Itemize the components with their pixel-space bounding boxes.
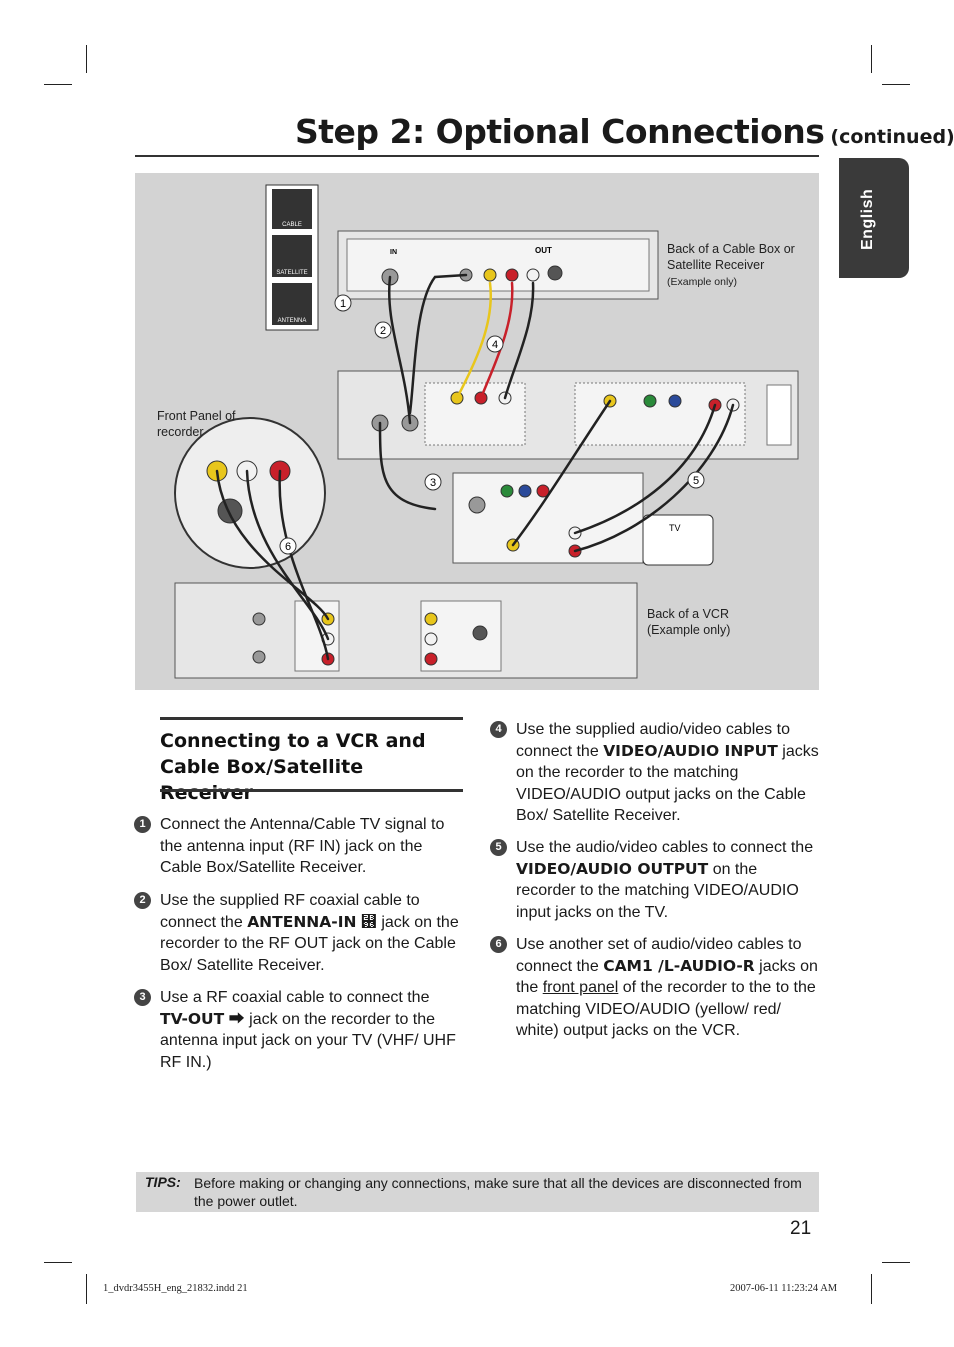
antenna-icon-label: ANTENNA — [278, 318, 307, 324]
cable-icon-label: CABLE — [282, 222, 302, 228]
callout-1: 1 — [340, 298, 346, 310]
cable-box-in-label: IN — [390, 249, 397, 256]
step-number: 5 — [490, 839, 507, 856]
title-text: Step 2: Optional Connections — [295, 112, 825, 151]
crop-mark — [44, 84, 72, 85]
step-bold-term: VIDEO/AUDIO INPUT — [603, 741, 778, 760]
crop-mark — [882, 1262, 910, 1263]
tv-out-icon: ⮕ — [228, 1010, 245, 1028]
recorder-back-panel — [337, 370, 799, 460]
cable-box-note: (Example only) — [667, 276, 738, 288]
section-rule-bottom — [160, 789, 463, 792]
crop-mark — [44, 1262, 72, 1263]
step-6: 6 Use another set of audio/video cables … — [490, 934, 821, 1042]
language-tab: English — [839, 158, 909, 278]
cable-box-out-label: OUT — [535, 246, 552, 255]
step-number: 6 — [490, 936, 507, 953]
step-5: 5 Use the audio/video cables to connect … — [490, 837, 821, 923]
crop-mark — [882, 84, 910, 85]
step-2: 2 Use the supplied RF coaxial cable to c… — [134, 890, 460, 976]
satellite-icon-label: SATELLITE — [276, 270, 307, 276]
callout-4: 4 — [492, 339, 498, 351]
crop-mark — [871, 45, 872, 73]
step-callouts: 1 2 3 4 5 6 — [279, 294, 705, 555]
cable-box-label: Back of a Cable Box or Satellite Receive… — [667, 241, 807, 290]
source-icon-panel: CABLE SATELLITE ANTENNA — [265, 184, 319, 331]
connection-diagram: CABLE SATELLITE ANTENNA IN OUT — [135, 173, 819, 690]
step-4: 4 Use the supplied audio/video cables to… — [490, 719, 821, 827]
cable-box-device: IN OUT — [337, 230, 659, 300]
step-text-post: on the recorder to the matching VIDEO/AU… — [516, 860, 799, 921]
step-bold-term: VIDEO/AUDIO OUTPUT — [516, 859, 709, 878]
step-text-pre: Use another set of audio/video cables to… — [516, 936, 802, 975]
step-bold-term: ANTENNA-IN — [247, 912, 357, 931]
step-text-post: jack on the recorder to the antenna inpu… — [160, 1010, 456, 1071]
step-number: 2 — [134, 892, 151, 909]
callout-5: 5 — [693, 475, 699, 487]
vcr-label-text: Back of a VCR — [647, 607, 729, 621]
tips-text: Before making or changing any connection… — [194, 1175, 802, 1209]
crop-mark — [871, 1274, 872, 1304]
step-1: 1 Connect the Antenna/Cable TV signal to… — [134, 814, 460, 879]
step-underlined-term: front panel — [542, 979, 619, 996]
step-text-pre: Use a RF coaxial cable to connect the — [160, 989, 430, 1006]
callout-6: 6 — [285, 541, 291, 553]
front-panel-label: Front Panel of recorder — [157, 409, 236, 439]
step-text-pre: Use the audio/video cables to connect th… — [516, 839, 814, 856]
step-bold-term: CAM1 /L-AUDIO-R — [603, 956, 755, 975]
page-title: Step 2: Optional Connections(continued) — [295, 112, 954, 151]
section-title: Connecting to a VCR and Cable Box/Satell… — [160, 730, 426, 804]
vcr-note: (Example only) — [647, 623, 731, 637]
footer-timestamp: 2007-06-11 11:23:24 AM — [730, 1283, 838, 1294]
step-number: 1 — [134, 816, 151, 833]
step-text-pre: Use the supplied RF coaxial cable to con… — [160, 892, 420, 931]
step-3: 3 Use a RF coaxial cable to connect the … — [134, 987, 460, 1073]
footer-file: 1_dvdr3455H_eng_21832.indd 21 — [103, 1283, 248, 1294]
step-text-post: of the recorder to the to the matching V… — [516, 979, 816, 1039]
section-rule-top — [160, 717, 463, 720]
step-text: Connect the Antenna/Cable TV signal to t… — [160, 816, 445, 876]
title-continued: (continued) — [830, 126, 954, 148]
tips-label: TIPS: — [145, 1174, 181, 1190]
step-text-post: jacks on the recorder to the matching VI… — [516, 742, 819, 825]
page-number: 21 — [790, 1218, 812, 1239]
vcr-back-panel — [174, 582, 638, 679]
tv-back-panel: TV — [452, 472, 714, 566]
step-text-mid: jacks on the — [516, 957, 818, 997]
step-number: 3 — [134, 989, 151, 1006]
step-text-pre: Use the supplied audio/video cables to c… — [516, 721, 790, 760]
vcr-label: Back of a VCR (Example only) — [647, 606, 757, 638]
title-rule — [135, 155, 819, 157]
callout-2: 2 — [380, 325, 386, 337]
cable-box-label-text: Back of a Cable Box or Satellite Receive… — [667, 242, 795, 272]
connection-cables — [215, 273, 735, 661]
crop-mark — [86, 45, 87, 73]
step-bold-term: TV-OUT — [160, 1009, 225, 1028]
tips-box: TIPS: Before making or changing any conn… — [136, 1172, 819, 1212]
language-label: English — [859, 188, 876, 250]
crop-mark — [86, 1274, 87, 1304]
step-number: 4 — [490, 721, 507, 738]
step-text-post: jack on the recorder to the RF OUT jack … — [160, 913, 459, 974]
diagram-svg: CABLE SATELLITE ANTENNA IN OUT — [174, 184, 799, 679]
tv-label: TV — [669, 523, 681, 533]
callout-3: 3 — [430, 477, 436, 489]
antenna-in-icon: ⮖ — [360, 913, 377, 931]
